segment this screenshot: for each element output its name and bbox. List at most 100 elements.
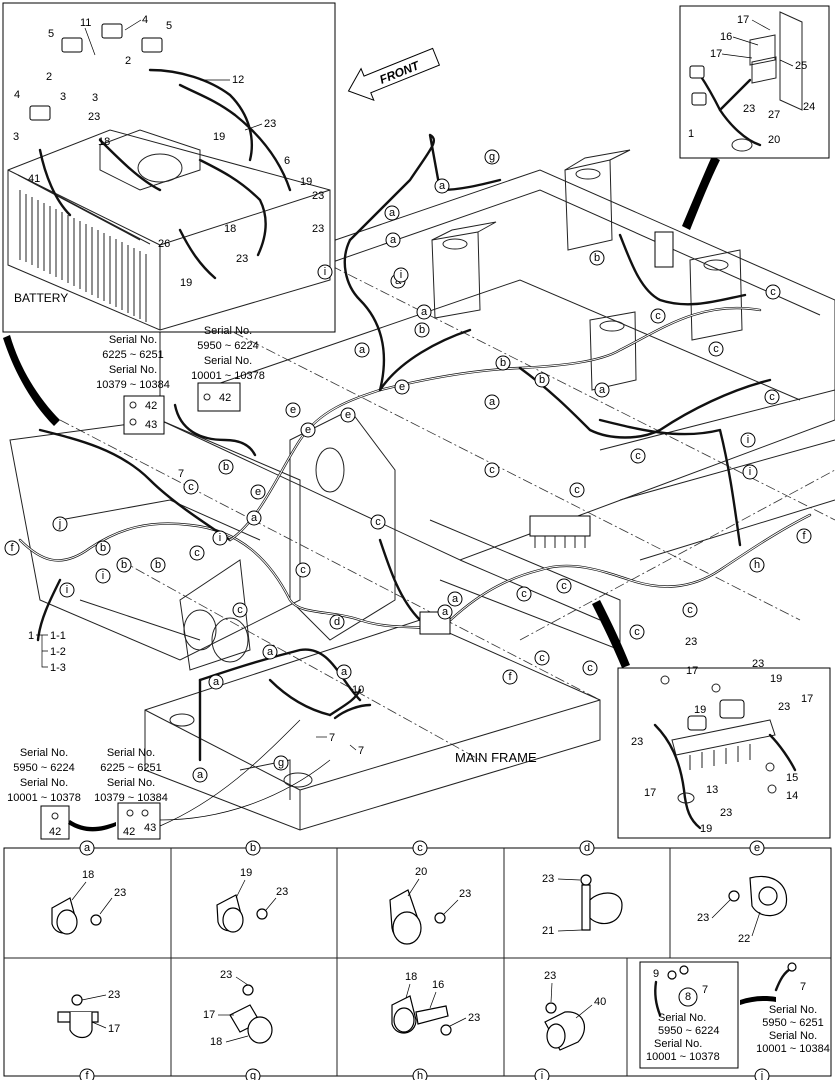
svg-text:19: 19 (213, 131, 225, 143)
svg-text:13: 13 (706, 784, 718, 796)
location-marker-g: g (484, 149, 500, 165)
svg-text:10001 ~ 10384: 10001 ~ 10384 (756, 1043, 830, 1055)
svg-text:23: 23 (459, 888, 471, 900)
svg-text:f: f (508, 671, 512, 683)
svg-text:23: 23 (264, 118, 276, 130)
svg-text:e: e (345, 409, 351, 421)
svg-text:b: b (539, 374, 545, 386)
location-marker-b: b (589, 250, 605, 266)
svg-text:Serial No.: Serial No. (107, 747, 155, 759)
svg-text:6: 6 (284, 155, 290, 167)
svg-text:Serial No.: Serial No. (20, 747, 68, 759)
svg-text:a: a (442, 606, 449, 618)
detail-letter-c: c (412, 840, 428, 856)
svg-text:7: 7 (178, 468, 184, 480)
location-marker-a: a (484, 394, 500, 410)
svg-text:c: c (539, 652, 545, 664)
svg-text:43: 43 (144, 822, 156, 834)
svg-text:7: 7 (358, 745, 364, 757)
svg-text:a: a (389, 207, 396, 219)
detail-letter-g: g (245, 1068, 261, 1080)
location-marker-c: c (630, 448, 646, 464)
battery-callouts: 11 4 5 5 2 2 3 3 4 3 12 23 18 41 19 23 6… (13, 14, 324, 289)
location-marker-i: i (59, 582, 75, 598)
svg-text:3: 3 (60, 91, 66, 103)
location-marker-a: a (208, 674, 224, 690)
front-arrow: FRONT (347, 47, 441, 102)
serial-bottom-mid: Serial No. 6225 ~ 6251 Serial No. 10379 … (94, 747, 168, 804)
detail-j: 9 7 8 Serial No. 5950 ~ 6224 Serial No. … (646, 962, 830, 1063)
svg-text:23: 23 (720, 807, 732, 819)
svg-text:16: 16 (720, 31, 732, 43)
svg-text:5: 5 (48, 28, 54, 40)
svg-text:23: 23 (312, 223, 324, 235)
svg-text:Serial No.: Serial No. (109, 364, 157, 376)
svg-text:Serial No.: Serial No. (654, 1038, 702, 1050)
svg-text:2: 2 (46, 71, 52, 83)
location-marker-f: f (796, 528, 812, 544)
svg-text:43: 43 (145, 419, 157, 431)
svg-text:23: 23 (276, 886, 288, 898)
battery-arrow (3, 335, 60, 426)
svg-text:a: a (84, 842, 91, 854)
svg-text:b: b (250, 842, 256, 854)
svg-text:23: 23 (114, 887, 126, 899)
svg-text:f: f (802, 530, 806, 542)
relay-inset: 23 17 23 19 23 17 19 23 17 13 23 15 14 1… (617, 636, 831, 839)
svg-text:17: 17 (737, 14, 749, 26)
detail-letter-f: f (79, 1068, 95, 1080)
bolt-boxes-upper: 42 43 42 7 (123, 382, 257, 480)
svg-text:17: 17 (203, 1009, 215, 1021)
detail-a: 18 23 (51, 869, 126, 935)
svg-text:e: e (305, 424, 311, 436)
svg-text:j: j (58, 518, 61, 530)
svg-text:a: a (439, 180, 446, 192)
svg-text:1-2: 1-2 (50, 646, 66, 658)
svg-text:10001 ~ 10378: 10001 ~ 10378 (646, 1051, 720, 1063)
svg-text:17: 17 (644, 787, 656, 799)
svg-text:b: b (100, 542, 106, 554)
svg-text:c: c (770, 286, 776, 298)
svg-text:19: 19 (180, 277, 192, 289)
location-marker-b: b (218, 459, 234, 475)
svg-text:c: c (188, 481, 194, 493)
location-marker-c: c (183, 479, 199, 495)
svg-text:a: a (341, 666, 348, 678)
svg-text:a: a (197, 769, 204, 781)
svg-text:22: 22 (738, 933, 750, 945)
svg-text:a: a (489, 396, 496, 408)
location-marker-b: b (414, 322, 430, 338)
location-marker-a: a (384, 205, 400, 221)
location-marker-c: c (232, 602, 248, 618)
svg-text:c: c (574, 484, 580, 496)
svg-text:c: c (655, 310, 661, 322)
svg-text:h: h (417, 1070, 423, 1080)
svg-text:18: 18 (82, 869, 94, 881)
svg-text:e: e (399, 381, 405, 393)
location-marker-e: e (250, 484, 266, 500)
svg-text:23: 23 (542, 873, 554, 885)
location-marker-i: i (393, 267, 409, 283)
location-marker-b: b (495, 355, 511, 371)
location-marker-f: f (4, 540, 20, 556)
location-marker-b: b (95, 540, 111, 556)
svg-text:1-3: 1-3 (50, 662, 66, 674)
svg-text:Serial No.: Serial No. (204, 325, 252, 337)
svg-text:10379 ~ 10384: 10379 ~ 10384 (94, 792, 168, 804)
detail-letter-i: i (534, 1068, 550, 1080)
location-marker-a: a (594, 382, 610, 398)
svg-text:c: c (769, 391, 775, 403)
location-marker-a: a (385, 232, 401, 248)
detail-letter-a: a (79, 840, 95, 856)
svg-text:i: i (66, 584, 68, 596)
svg-text:23: 23 (631, 736, 643, 748)
detail-e: 23 22 (697, 875, 788, 945)
svg-text:2: 2 (125, 55, 131, 67)
svg-text:a: a (599, 384, 606, 396)
svg-text:c: c (561, 580, 567, 592)
svg-text:Serial No.: Serial No. (20, 777, 68, 789)
svg-text:7: 7 (702, 984, 708, 996)
svg-text:3: 3 (13, 131, 19, 143)
svg-text:12: 12 (232, 74, 244, 86)
serial-bottom-left: Serial No. 5950 ~ 6224 Serial No. 10001 … (7, 747, 81, 804)
